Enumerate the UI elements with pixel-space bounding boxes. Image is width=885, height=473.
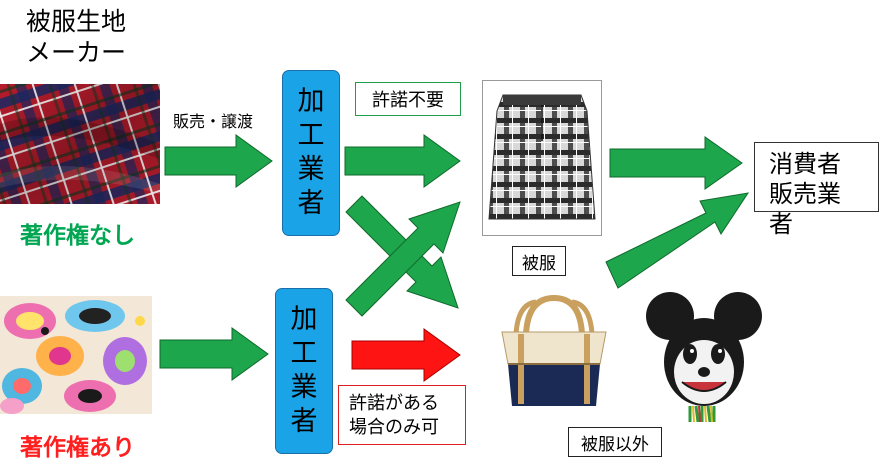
tote-bag-image	[488, 294, 620, 410]
processor-top-char-2: 工	[297, 120, 325, 151]
processor-top-char-3: 業	[297, 154, 325, 185]
skirt-image	[482, 80, 602, 236]
arrow-processor-top-to-clothing	[344, 134, 461, 188]
arrow-fabric-to-processor-top	[164, 134, 273, 188]
consumer-retailer-box: 消費者 販売業者	[754, 142, 879, 238]
manufacturer-title: 被服生地 メーカー	[26, 6, 126, 68]
processor-bottom-char-2: 工	[290, 338, 318, 369]
permission-required-line2: 場合のみ可	[349, 417, 439, 438]
processor-bottom-char-3: 業	[290, 372, 318, 403]
plaid-fabric-image	[0, 84, 160, 204]
arrow-clothing-to-consumer	[609, 136, 743, 190]
arrow-processor-bottom-to-clothing	[345, 201, 461, 317]
processor-top-char-4: 者	[297, 188, 325, 219]
arrow-fabric-to-processor-bottom	[159, 327, 269, 381]
permission-required-label: 許諾がある 場合のみ可	[338, 385, 466, 445]
no-copyright-caption: 著作権なし	[20, 223, 135, 249]
clothing-label: 被服	[512, 246, 566, 276]
permission-required-line1: 許諾がある	[349, 393, 439, 414]
arrow-non-clothing-to-consumer	[605, 192, 750, 289]
processor-bottom: 加 工 業 者	[275, 288, 333, 454]
manufacturer-title-line1: 被服生地	[26, 7, 127, 36]
character-fabric-image	[0, 296, 152, 414]
consumer-line2: 販売業者	[769, 180, 841, 238]
non-clothing-label: 被服以外	[568, 427, 662, 457]
processor-top: 加 工 業 者	[282, 70, 340, 236]
no-permission-needed-label: 許諾不要	[355, 82, 461, 116]
processor-top-char-1: 加	[297, 86, 325, 117]
processor-bottom-char-1: 加	[290, 304, 318, 335]
sales-transfer-label: 販売・譲渡	[173, 112, 254, 131]
processor-bottom-char-4: 者	[290, 406, 318, 437]
consumer-line1: 消費者	[769, 150, 841, 178]
character-doll-image	[640, 288, 766, 422]
manufacturer-title-line2: メーカー	[26, 38, 127, 67]
arrow-processor-bottom-to-non-clothing	[351, 328, 461, 382]
copyright-caption: 著作権あり	[20, 435, 135, 461]
